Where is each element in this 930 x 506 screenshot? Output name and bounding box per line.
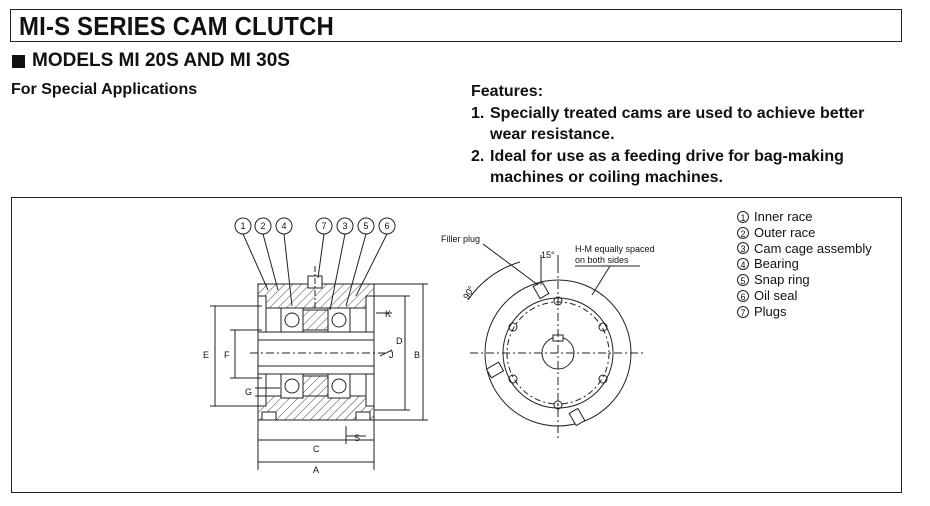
filler-plug-label: Filler plug — [441, 234, 480, 244]
cam-cage-lower — [302, 375, 329, 397]
legend-number: 2 — [737, 226, 749, 239]
callout-6: 6 — [378, 217, 396, 235]
legend-label: Oil seal — [754, 287, 798, 303]
callout-1: 1 — [234, 217, 252, 235]
models-heading: MODELS MI 20S AND MI 30S — [12, 50, 290, 72]
legend-label: Plugs — [754, 303, 787, 319]
cam-cage-upper — [302, 309, 329, 331]
hm-label-line2: on both sides — [575, 255, 629, 265]
legend-item: 7 Plugs — [737, 304, 872, 320]
angle-15-label: 15° — [541, 250, 555, 260]
legend-number: 1 — [737, 210, 749, 223]
legend-item: 5 Snap ring — [737, 272, 872, 288]
features-heading: Features: — [471, 83, 544, 100]
legend-item: 2 Outer race — [737, 225, 872, 241]
title-box: MI-S SERIES CAM CLUTCH — [10, 9, 902, 42]
bearing-upper-right — [327, 307, 351, 333]
svg-text:1: 1 — [240, 221, 245, 231]
legend-label: Inner race — [754, 209, 813, 224]
svg-text:7: 7 — [321, 221, 326, 231]
legend-number: 6 — [737, 289, 749, 302]
diagram-frame — [11, 197, 902, 493]
features-block: Features: 1. Specially treated cams are … — [471, 81, 864, 189]
svg-text:3: 3 — [342, 221, 347, 231]
dim-D: D — [396, 336, 403, 346]
feature-line: Ideal for use as a feeding drive for bag… — [490, 147, 844, 165]
svg-text:4: 4 — [281, 221, 286, 231]
legend-label: Outer race — [754, 224, 816, 240]
legend-item: 1 Inner race — [737, 209, 872, 225]
callout-4: 4 — [275, 217, 293, 235]
dim-B: B — [414, 350, 420, 360]
legend-item: 4 Bearing — [737, 256, 872, 272]
legend-number: 7 — [737, 305, 749, 318]
feature-line: wear resistance. — [490, 126, 615, 143]
legend-label: Cam cage assembly — [754, 240, 872, 256]
models-label: MODELS MI 20S AND MI 30S — [32, 50, 290, 71]
feature-line: Specially treated cams are used to achie… — [490, 104, 865, 122]
legend-label: Snap ring — [754, 272, 810, 288]
dim-S: S — [354, 433, 360, 443]
bearing-lower-right — [327, 373, 351, 399]
feature-item: 2. Ideal for use as a feeding drive for … — [471, 146, 864, 189]
legend-item: 3 Cam cage assembly — [737, 241, 872, 257]
dim-F: F — [224, 350, 230, 360]
subtitle: For Special Applications — [11, 81, 198, 98]
callout-5: 5 — [357, 217, 375, 235]
feature-item: 1. Specially treated cams are used to ac… — [471, 103, 864, 146]
feature-number: 2. — [471, 147, 485, 165]
parts-legend: 1 Inner race 2 Outer race 3 Cam cage assemb… — [737, 209, 872, 320]
legend-number: 3 — [737, 242, 749, 255]
legend-item: 6 Oil seal — [737, 288, 872, 304]
page-title: MI-S SERIES CAM CLUTCH — [19, 11, 335, 41]
bearing-upper-left — [280, 307, 304, 333]
feature-line: machines or coiling machines. — [490, 169, 723, 186]
svg-text:2: 2 — [260, 221, 265, 231]
dim-K: K — [385, 309, 391, 319]
svg-text:6: 6 — [384, 221, 389, 231]
legend-label: Bearing — [754, 256, 799, 272]
dimension-labels: A C S E F G K J D B — [203, 309, 420, 475]
dim-C: C — [313, 444, 320, 454]
callout-7: 7 — [315, 217, 333, 235]
bearing-lower-left — [280, 373, 304, 399]
dim-A: A — [313, 465, 319, 475]
bullet-square-icon — [12, 54, 25, 68]
callout-2: 2 — [254, 217, 272, 235]
svg-text:5: 5 — [363, 221, 368, 231]
dim-J: J — [389, 350, 394, 360]
dim-E: E — [203, 350, 209, 360]
feature-number: 1. — [471, 104, 485, 122]
hm-label-line1: H-M equally spaced — [575, 244, 655, 254]
front-view — [467, 243, 645, 440]
legend-number: 5 — [737, 274, 749, 287]
angle-90-label: 90° — [461, 284, 477, 301]
legend-number: 4 — [737, 258, 749, 271]
side-section-view — [210, 233, 428, 470]
callout-circles: 1 2 4 7 3 5 6 — [234, 217, 396, 235]
callout-3: 3 — [336, 217, 354, 235]
dim-G: G — [245, 387, 252, 397]
